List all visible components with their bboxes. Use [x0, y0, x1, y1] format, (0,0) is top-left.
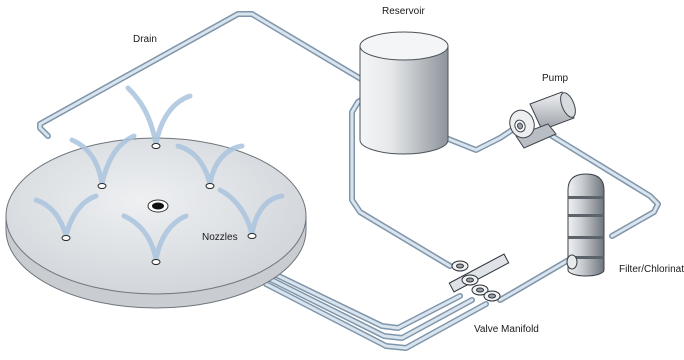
nozzle — [247, 233, 257, 239]
valve-manifold-label: Valve Manifold — [474, 324, 539, 335]
reservoir-label: Reservoir — [382, 6, 425, 17]
filter-chlorinator-label: Filter/Chlorinator — [619, 264, 684, 275]
valve-manifold — [448, 253, 510, 302]
water-jets — [33, 85, 285, 263]
pump-unit — [509, 91, 576, 149]
nozzle — [151, 259, 161, 265]
drain-label: Drain — [133, 34, 157, 45]
nozzle — [61, 235, 71, 241]
reservoir-tank — [359, 31, 449, 155]
nozzles-label: Nozzles — [202, 232, 238, 243]
nozzle — [151, 143, 161, 149]
filter-chlorinator-unit — [566, 173, 605, 277]
nozzle — [205, 183, 215, 189]
pump-label: Pump — [542, 73, 569, 84]
nozzle — [97, 183, 107, 189]
fountain-basin — [5, 137, 307, 309]
nozzle-set — [61, 143, 257, 265]
